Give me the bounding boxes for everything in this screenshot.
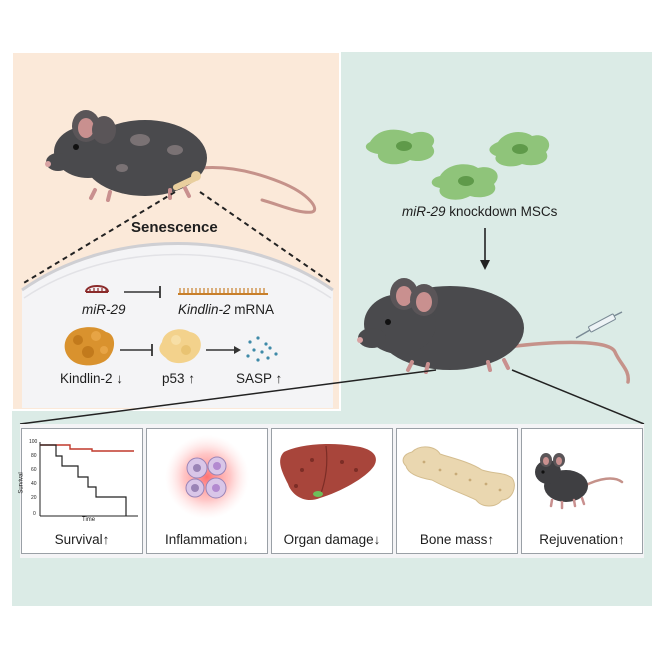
kindlin2-protein-icon [64, 327, 115, 366]
msc-cells-icon [365, 129, 550, 200]
survival-ytick-80: 80 [31, 453, 37, 459]
survival-ytick-20: 20 [31, 495, 37, 501]
outcome-panel-inflammation: Inflammation↓ [146, 428, 268, 554]
inflammation-caption: Inflammation↓ [164, 532, 250, 547]
survival-ytick-40: 40 [31, 481, 37, 487]
survival-ylabel: Survival [18, 472, 25, 494]
outcome-line-left [19, 369, 437, 425]
zoom-dash-left [21, 191, 176, 285]
p53-label: p53 ↑ [162, 371, 196, 386]
mir29-label: miR-29 [82, 302, 126, 317]
survival-xlabel: Time [82, 517, 96, 523]
sasp-dots-icon [246, 336, 278, 362]
kindlin2-mrna-label: Kindlin-2 mRNA [178, 302, 275, 317]
syringe-icon [575, 311, 623, 339]
treatment-arrow [480, 228, 490, 270]
inhibition-arrow-mir29 [124, 286, 161, 298]
bone-marrow-icon [172, 171, 201, 191]
msc-label: miR-29 knockdown MSCs [402, 204, 558, 219]
inhibition-arrow-kindlin [120, 344, 153, 356]
arrow-p53-sasp [206, 346, 241, 354]
outcome-panel-rejuvenation: Rejuvenation↑ [521, 428, 643, 554]
senescence-title: Senescence [131, 219, 218, 236]
survival-ytick-60: 60 [31, 467, 37, 473]
cell-membrane-outline [21, 242, 334, 292]
nucleus-line [23, 253, 332, 299]
aged-mouse-icon [45, 110, 317, 214]
bone-mass-caption: Bone mass↑ [419, 532, 495, 547]
p53-protein-icon [159, 329, 201, 364]
treated-mouse-icon [357, 278, 630, 384]
survival-ytick-100: 100 [29, 439, 38, 445]
mir29-hairpin-icon [85, 285, 109, 293]
outcome-panel-bone: Bone mass↑ [396, 428, 518, 554]
outcome-line-right [511, 369, 645, 425]
outcome-panel-survival: Survival↑ [21, 428, 143, 554]
rejuvenation-caption: Rejuvenation↑ [539, 532, 625, 547]
kindlin2-mrna-icon [178, 288, 268, 295]
kindlin2-protein-label: Kindlin-2 ↓ [60, 371, 124, 386]
sasp-label: SASP ↑ [236, 371, 283, 386]
survival-ytick-0: 0 [33, 511, 36, 517]
survival-caption: Survival↑ [54, 532, 110, 547]
outcome-panel-organ: Organ damage↓ [271, 428, 393, 554]
organ-damage-caption: Organ damage↓ [283, 532, 381, 547]
cell-membrane [22, 243, 333, 408]
